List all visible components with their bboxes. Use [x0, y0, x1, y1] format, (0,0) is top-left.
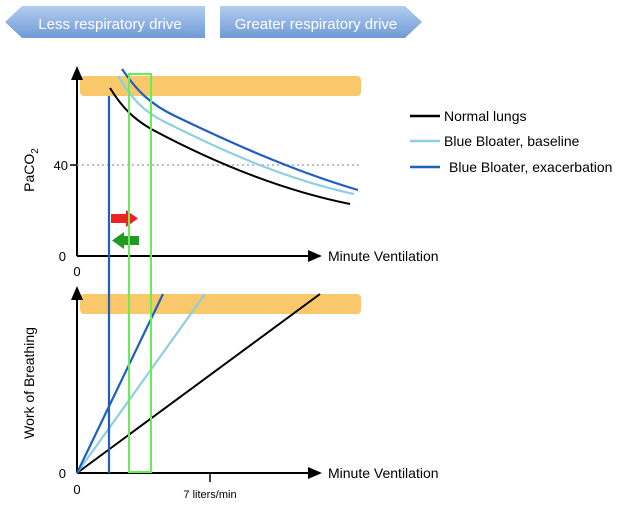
baseline-work-line	[76, 293, 206, 474]
left-arrow-head	[112, 232, 124, 249]
normal-lungs-curve	[109, 87, 351, 205]
legend: Normal lungs Blue Bloater, baseline Blue…	[410, 108, 612, 175]
top-x-axis-arrowhead	[308, 250, 322, 262]
bottom-y-zero-label: 0	[59, 466, 66, 481]
bottom-x-axis-arrowhead	[308, 467, 322, 479]
paco2-label-main: PaCO	[21, 154, 37, 192]
seven-liters-label: 7 liters/min	[183, 489, 236, 501]
tick-40-label: 40	[54, 158, 68, 173]
bottom-x-zero-label: 0	[73, 482, 80, 497]
bottom-panel: 7 liters/min 0 0 Minute Ventilation Work…	[21, 286, 439, 501]
top-panel: 40 0 0 Minute Ventilation PaCO2	[21, 66, 439, 279]
paco2-label-subscript: 2	[30, 148, 41, 154]
bottom-threshold-band	[80, 294, 361, 314]
legend-exacerbation-label: Blue Bloater, exacerbation	[449, 159, 612, 175]
banner: Less respiratory drive Greater respirato…	[5, 6, 422, 38]
bottom-x-axis-label: Minute Ventilation	[328, 465, 439, 481]
greater-drive-label: Greater respiratory drive	[235, 16, 398, 33]
legend-baseline-label: Blue Bloater, baseline	[444, 133, 580, 149]
baseline-curve	[117, 75, 355, 196]
greater-drive-arrow	[220, 6, 422, 38]
exacerbation-work-line	[76, 293, 164, 474]
right-arrow-head	[126, 210, 138, 227]
top-x-zero-label: 0	[73, 264, 80, 279]
less-drive-label: Less respiratory drive	[38, 16, 181, 33]
bottom-y-axis-arrowhead	[71, 286, 83, 300]
top-y-axis-label: PaCO2	[21, 148, 41, 192]
green-ventilation-window	[128, 73, 152, 473]
top-y-zero-label: 0	[59, 249, 66, 264]
less-drive-arrow	[5, 6, 205, 38]
legend-normal-label: Normal lungs	[444, 108, 526, 124]
normal-work-line	[76, 293, 321, 474]
right-arrow-shaft	[111, 214, 127, 223]
top-x-axis-label: Minute Ventilation	[328, 248, 439, 264]
bottom-y-axis-label: Work of Breathing	[21, 327, 37, 439]
top-threshold-band	[80, 76, 361, 96]
top-y-axis-arrowhead	[71, 66, 83, 80]
exacerbation-curve	[121, 68, 359, 192]
left-arrow-shaft	[123, 236, 139, 245]
